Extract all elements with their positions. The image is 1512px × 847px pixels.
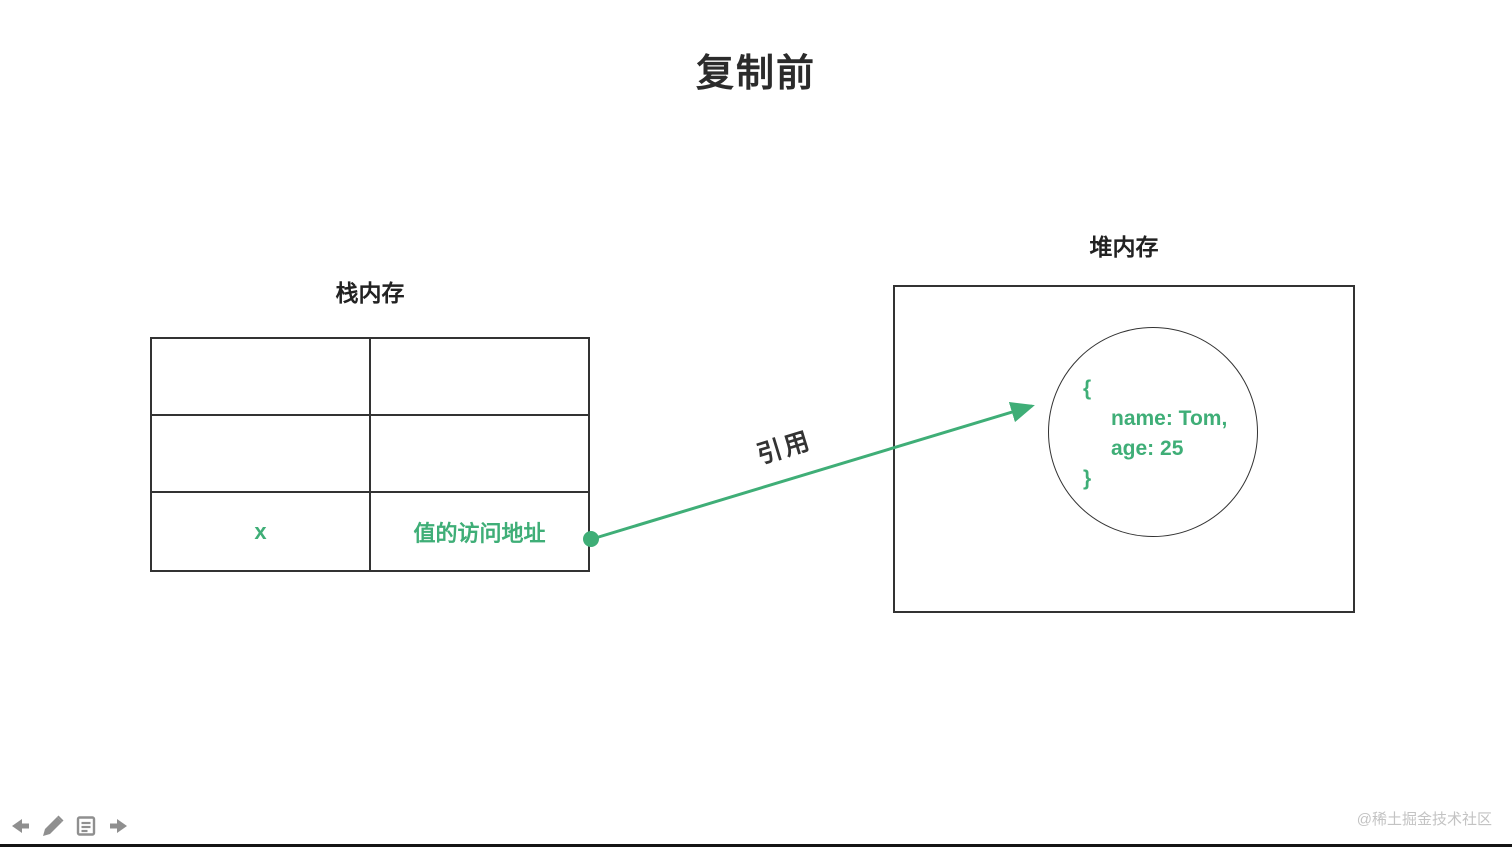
stack-memory-table: x 值的访问地址 — [150, 337, 590, 572]
bottom-bar — [0, 844, 1512, 847]
object-line-close-brace: } — [1083, 467, 1092, 490]
document-icon[interactable] — [74, 814, 98, 838]
forward-arrow-icon[interactable] — [107, 814, 131, 838]
pencil-icon[interactable] — [41, 814, 65, 838]
stack-cell-name-0 — [152, 339, 371, 416]
object-line-age: age: 25 — [1111, 437, 1184, 460]
heap-object-circle: { name: Tom, age: 25 } — [1048, 327, 1258, 537]
stack-cell-value-2: 值的访问地址 — [413, 520, 546, 546]
stack-cell-name-1 — [152, 416, 371, 493]
object-line-name: name: Tom, — [1111, 407, 1228, 430]
heap-object-literal: { name: Tom, age: 25 } — [1083, 374, 1227, 494]
object-line-open-brace: { — [1083, 377, 1092, 400]
stack-cell-value-1 — [371, 416, 588, 493]
stack-cell-name-2: x — [152, 493, 371, 570]
back-arrow-icon[interactable] — [8, 814, 32, 838]
heap-memory-label: 堆内存 — [1089, 234, 1159, 260]
stack-memory-label: 栈内存 — [335, 280, 405, 306]
toolbar — [8, 814, 131, 838]
reference-label: 引用 — [753, 426, 816, 470]
stack-cell-value-0 — [371, 339, 588, 416]
page-title: 复制前 — [695, 53, 816, 95]
watermark: @稀土掘金技术社区 — [1356, 811, 1492, 828]
